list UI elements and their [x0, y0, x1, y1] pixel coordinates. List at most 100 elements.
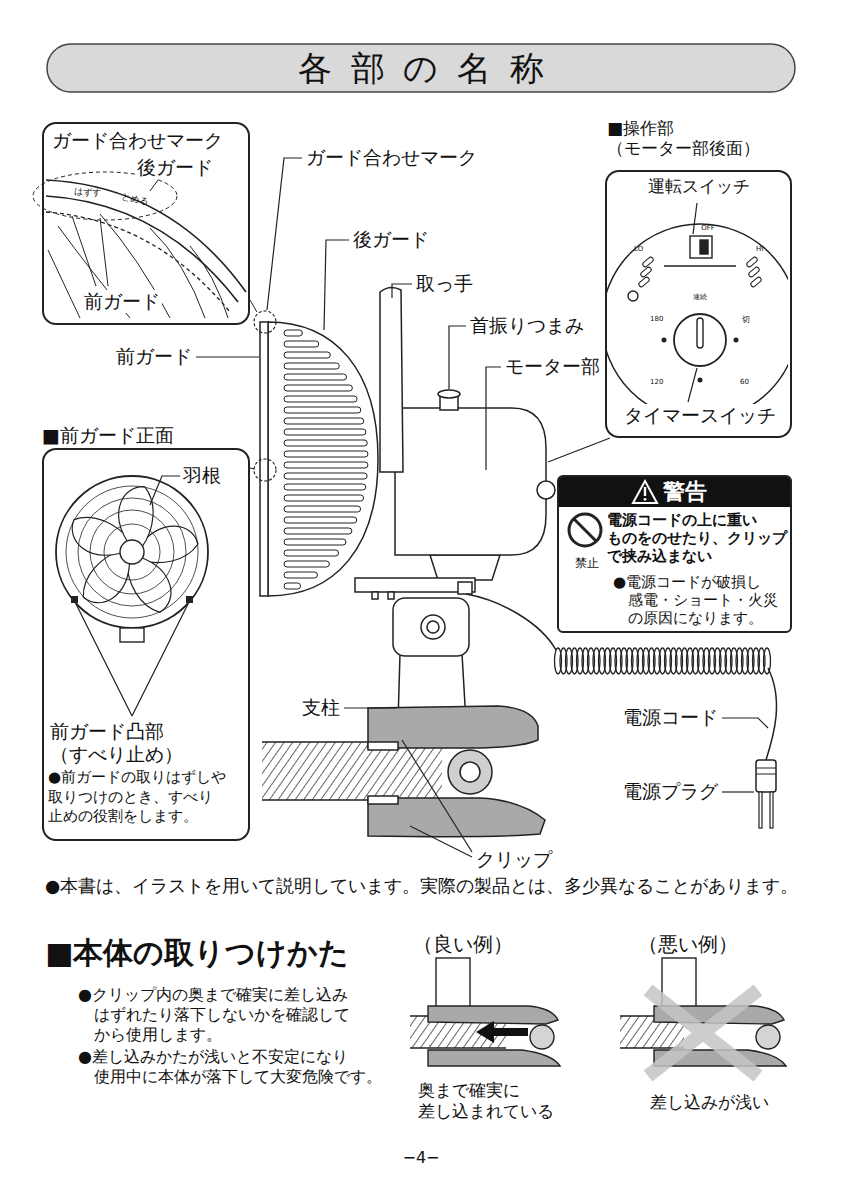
timer-mark: 120: [650, 378, 663, 386]
part-label: 取っ手: [416, 272, 473, 295]
timer-mark: 60: [740, 378, 749, 386]
part-label: タイマースイッチ: [618, 404, 782, 427]
guard-rib: [284, 418, 364, 424]
guard-rib: [284, 429, 366, 435]
leader-line: [150, 476, 180, 505]
pole: [262, 742, 442, 800]
guard-rib: [284, 583, 301, 589]
leader-line: [150, 180, 158, 191]
timer-knob: [674, 314, 726, 366]
instruction-text: ●クリップ内の奥まで確実に差し込み はずれたり落下しないかを確認して から使用し…: [78, 985, 390, 1045]
leader-line: [402, 740, 472, 852]
guard-ring: [78, 498, 186, 606]
warning-mark-bar: [644, 487, 646, 496]
leader-lines: [196, 158, 768, 857]
clip-upper-jaw: [428, 1006, 558, 1024]
vent-slot: [750, 276, 762, 288]
guard-rim: [56, 476, 208, 628]
page-number: −4−: [371, 1148, 471, 1167]
part-label: クリップ: [476, 848, 552, 871]
warning-mark-dot: [644, 498, 647, 501]
front-view-fan: [56, 476, 208, 716]
plug-prong: [759, 792, 762, 828]
note-text: ●前ガードの取りはずしや 取りつけのとき、すべり 止めの役割をします。: [48, 768, 244, 827]
callout-heading: ガード合わせマーク: [52, 129, 223, 152]
part-label: 首振りつまみ: [470, 314, 584, 337]
switch-mark: LO: [634, 245, 643, 253]
leader-line: [688, 368, 697, 402]
warning-heading: 警告: [663, 479, 707, 505]
part-label: 前ガード: [116, 345, 192, 368]
vent-slot: [642, 256, 654, 268]
guard-bump: [186, 596, 193, 603]
guard-rib: [284, 374, 347, 380]
prohibition-symbol: [569, 514, 601, 546]
rear-guard: [268, 322, 378, 596]
leader-line: [72, 216, 96, 286]
prohibition-circle: [569, 514, 601, 546]
guard-rib: [284, 407, 361, 413]
leader-line: [250, 300, 257, 312]
vent-slot: [746, 256, 758, 268]
guard-bump: [71, 596, 78, 603]
example-heading: （悪い例）: [638, 932, 738, 956]
front-guard-edge: [46, 212, 230, 312]
part-label: 羽根: [183, 464, 221, 487]
clip-spring: [448, 750, 492, 794]
timer-mark: 180: [650, 315, 663, 323]
callout-heading: ■前ガード正面: [42, 424, 174, 447]
scale-dot: [698, 378, 702, 382]
fan-blade: [110, 481, 163, 547]
guard-rib: [284, 451, 368, 457]
instruction-text: ●差し込みかたが浅いと不安定になり 使用中に本体が落下して大変危険です。: [78, 1047, 390, 1087]
timer-mark: 連続: [685, 293, 715, 301]
vent-slot: [748, 266, 760, 278]
fan-hub: [120, 540, 144, 564]
motor-base: [430, 555, 500, 580]
leader-line: [196, 356, 259, 357]
warning-text: ●電源コードが破損し 感電・ショート・火災 の原因になります。: [613, 573, 789, 627]
power-plug: [756, 760, 776, 792]
pivot-screw-inner: [427, 621, 439, 633]
mark-text: はずす: [74, 186, 102, 199]
switch-mark: HI: [756, 245, 763, 253]
detail-marker: [254, 459, 276, 481]
mark-text: とめる: [121, 191, 150, 207]
guard-rib: [284, 484, 366, 490]
pole-edge: [262, 742, 442, 800]
control-panel: [602, 203, 798, 420]
guard-rib: [284, 341, 319, 347]
section-heading: ■本体の取りつけかた: [45, 935, 349, 971]
insert-arrow: [476, 1021, 528, 1043]
callout-outline: [605, 170, 792, 438]
panel-vents: [638, 256, 762, 288]
guard-rib: [284, 440, 367, 446]
warning-icon: [631, 477, 661, 507]
pillar-head: [393, 598, 469, 656]
switch-rail: [664, 265, 736, 266]
example-caption: 奥まで確実に 差し込まれている: [418, 1080, 578, 1123]
rear-guard-ribs: [284, 330, 368, 589]
part-label: 電源コード: [623, 706, 718, 729]
guard-rib: [284, 462, 368, 468]
example-caption: 差し込みが浅い: [650, 1092, 769, 1112]
leader-line: [548, 438, 610, 462]
switch-mark: OFF: [693, 224, 723, 232]
guard-rib: [284, 539, 346, 545]
motor-bump: [537, 481, 555, 499]
part-label: 支柱: [302, 696, 340, 719]
part-label: 後ガード: [353, 228, 429, 251]
run-switch: [690, 236, 712, 258]
guard-rib: [284, 473, 367, 479]
leader-line: [392, 284, 412, 298]
motor-body: [395, 408, 546, 555]
clip-spring-core: [460, 762, 480, 782]
timer-mark: 切: [742, 315, 750, 325]
page-title: 各部の名称: [47, 46, 795, 90]
clip-spring: [530, 1025, 554, 1049]
guard-rib: [284, 385, 352, 391]
handle: [380, 287, 403, 472]
leader-line: [410, 826, 472, 857]
scale-dot: [734, 338, 738, 342]
part-label: 後ガード: [135, 156, 215, 179]
